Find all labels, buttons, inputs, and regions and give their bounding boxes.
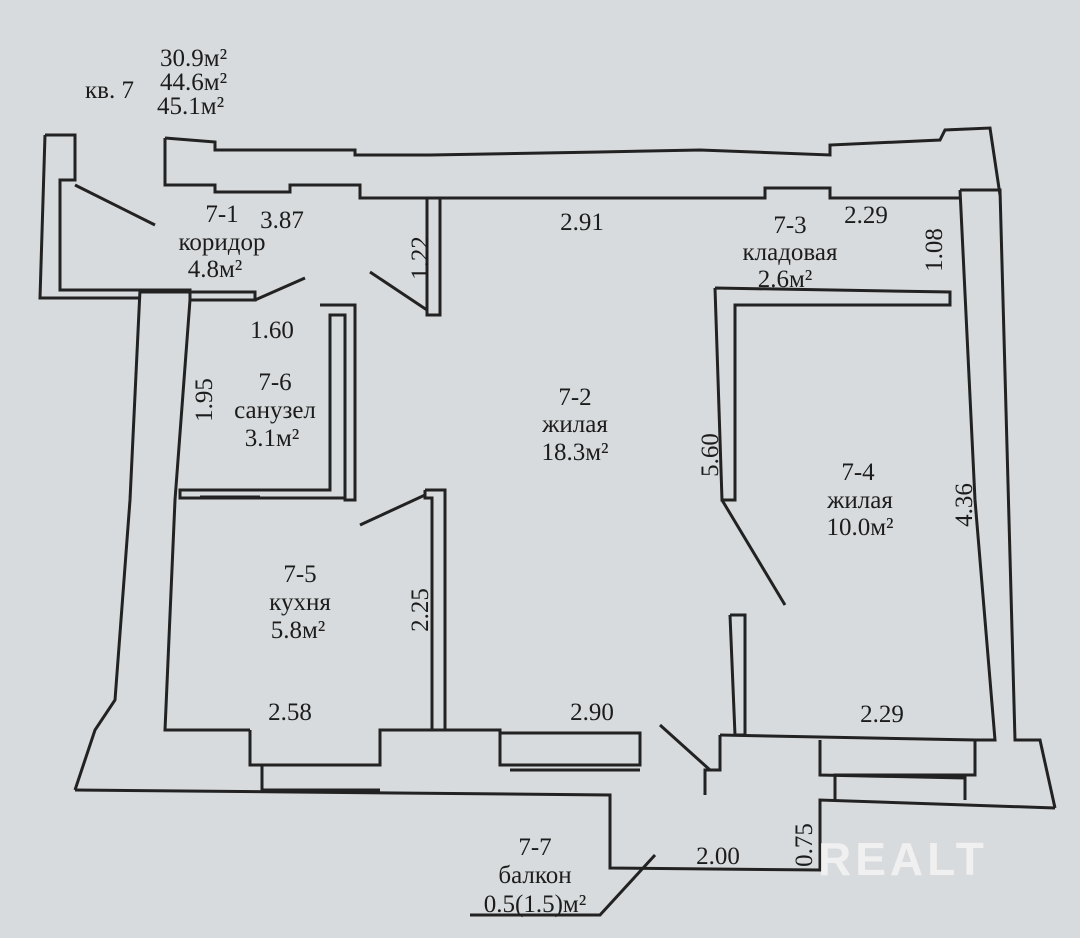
area-3: 45.1м² (157, 93, 224, 120)
room-name: жилая (826, 487, 893, 514)
room-id: 7-7 (518, 834, 551, 861)
dimension-label: 2.58 (268, 699, 312, 726)
room-7-3-label: 7-3 кладовая 2.6м² (742, 212, 838, 293)
dimensions: 3.87 2.91 2.29 1.60 2.58 2.90 2.29 2.00 … (191, 202, 978, 870)
dimension-label: 2.91 (560, 209, 604, 236)
dimension-label: 1.08 (921, 228, 948, 272)
apartment-number: кв. 7 (85, 77, 134, 104)
room-name: кухня (269, 589, 331, 616)
room-7-1-label: 7-1 коридор 4.8м² (179, 201, 266, 283)
room-area: 3.1м² (245, 425, 300, 452)
dimension-label: 2.29 (844, 202, 888, 229)
room-name: кладовая (742, 239, 838, 266)
room-id: 7-1 (205, 201, 238, 228)
room-7-4-label: 7-4 жилая 10.0м² (826, 459, 893, 541)
room-id: 7-3 (773, 212, 806, 239)
room-name: балкон (498, 862, 571, 889)
room-id: 7-5 (283, 561, 316, 588)
dimension-label: 2.25 (407, 588, 434, 632)
dimension-label: 5.60 (697, 433, 724, 477)
dimension-label: 4.36 (951, 483, 978, 527)
dimension-label: 2.29 (860, 701, 904, 728)
room-id: 7-6 (258, 369, 291, 396)
dimension-label: 1.60 (250, 317, 294, 344)
header-info: кв. 7 30.9м² 44.6м² 45.1м² (85, 45, 227, 120)
room-id: 7-4 (841, 459, 875, 486)
room-area: 2.6м² (758, 266, 813, 293)
room-7-2-label: 7-2 жилая 18.3м² (541, 384, 608, 466)
room-7-7-label: 7-7 балкон 0.5(1.5)м² (484, 834, 586, 918)
dimension-label: 2.00 (696, 843, 740, 870)
room-area: 18.3м² (541, 439, 608, 466)
room-name: санузел (234, 397, 316, 424)
room-area: 5.8м² (271, 617, 326, 644)
area-1: 30.9м² (160, 45, 227, 72)
realt-watermark: REALT (818, 833, 988, 885)
dimension-label: 2.90 (570, 699, 614, 726)
room-name: коридор (179, 229, 266, 256)
dimension-label: 1.22 (407, 236, 434, 280)
room-name: жилая (541, 411, 608, 438)
room-7-6-label: 7-6 санузел 3.1м² (234, 369, 316, 452)
dimension-label: 0.75 (791, 823, 818, 867)
walls (38, 126, 1057, 917)
dimension-label: 3.87 (260, 207, 304, 234)
area-2: 44.6м² (160, 69, 227, 96)
dimension-label: 1.95 (191, 378, 218, 422)
room-id: 7-2 (558, 384, 591, 411)
room-7-5-label: 7-5 кухня 5.8м² (269, 561, 331, 644)
room-area: 10.0м² (826, 514, 893, 541)
room-area: 0.5(1.5)м² (484, 891, 586, 918)
room-area: 4.8м² (188, 256, 243, 283)
